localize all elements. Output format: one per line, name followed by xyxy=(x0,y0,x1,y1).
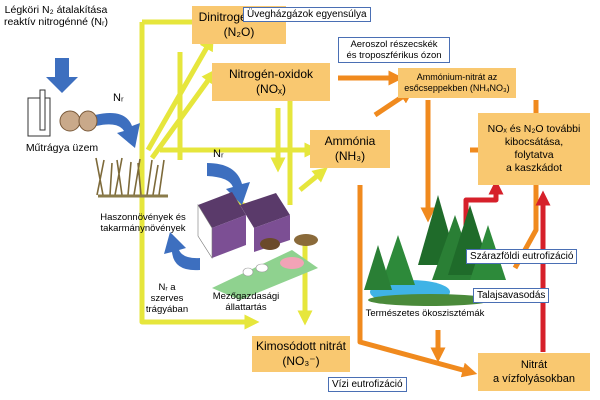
crops-label: Haszonnövények és takarmánynövények xyxy=(78,212,208,234)
aquatic-eutrophication-label: Vízi eutrofizáció xyxy=(328,377,407,392)
aerosol-line-1: Aeroszol részecskék xyxy=(350,39,438,50)
yellow-arrows xyxy=(139,14,328,330)
blue-arrow-to-farm xyxy=(207,163,250,205)
arrow-ecosystems-to-cascade xyxy=(463,179,504,230)
crops-label-line-1: Haszonnövények és xyxy=(100,212,186,223)
farming-label-line-1: Mezőgazdasági xyxy=(212,291,280,302)
aerosol-line-2: és troposzférikus ózon xyxy=(346,50,442,61)
manure-label-line-3: trágyában xyxy=(145,304,189,315)
farming-label: Mezőgazdasági állattartás xyxy=(202,291,290,313)
leached-nitrate-box: Kimosódott nitrát (NO₃⁻) xyxy=(252,336,350,372)
blue-arrow-farm-to-crops xyxy=(164,232,200,271)
blue-arrow-factory-to-crops xyxy=(95,113,140,148)
river-nitrate-line-1: Nitrát xyxy=(520,359,548,371)
nitrogen-oxides-title: Nitrogén-oxidok xyxy=(228,67,314,81)
ammonium-nitrate-line-1: Ammónium-nitrát az xyxy=(416,72,498,82)
cascade-line-1: NOₓ és N₂O további xyxy=(487,123,581,135)
intro-text: Légköri N₂ átalakítása reaktív nitrogénn… xyxy=(2,4,110,28)
blue-arrows xyxy=(46,58,250,271)
leached-nitrate-title: Kimosódott nitrát xyxy=(255,339,347,353)
farming-label-line-2: állattartás xyxy=(225,302,267,313)
crops-label-line-2: takarmánynövények xyxy=(100,223,186,234)
crops-illustration xyxy=(95,157,168,198)
ammonia-title: Ammónia xyxy=(324,134,376,148)
dinitrogen-oxide-formula: (N₂O) xyxy=(223,25,255,39)
ammonium-nitrate-box: Ammónium-nitrát az esőcseppekben (NH₄NO₃… xyxy=(398,68,516,98)
cascade-box: NOₓ és N₂O további kibocsátása, folytatv… xyxy=(478,113,590,185)
leached-nitrate-formula: (NO₃⁻) xyxy=(282,354,320,368)
manure-label: Nᵣ a szerves trágyában xyxy=(142,282,192,315)
aerosol-label: Aeroszol részecskék és troposzférikus óz… xyxy=(338,37,450,63)
ammonium-nitrate-line-2: esőcseppekben (NH₄NO₃) xyxy=(404,83,510,93)
nr-label-factory: Nᵣ xyxy=(113,92,124,104)
ecosystems-label: Természetes ökoszisztémák xyxy=(365,308,485,319)
arrow-farm-to-ammonia xyxy=(298,167,328,192)
blue-arrow-down xyxy=(46,58,78,93)
cascade-line-4: a kaszkádot xyxy=(505,162,563,174)
terrestrial-eutrophication-label: Szárazföldi eutrofizáció xyxy=(466,249,578,264)
ammonia-box: Ammónia (NH₃) xyxy=(310,130,390,168)
river-nitrate-line-2: a vízfolyásokban xyxy=(493,373,575,385)
nitrogen-oxides-box: Nitrogén-oxidok (NOₓ) xyxy=(212,63,330,101)
ammonia-formula: (NH₃) xyxy=(334,149,366,163)
greenhouse-balance-label: Üvegházgázok egyensúlya xyxy=(243,7,371,22)
nitrogen-oxides-formula: (NOₓ) xyxy=(256,82,286,96)
arrow-factory-to-nitrate xyxy=(139,22,260,330)
soil-acidification-label: Talajsavasodás xyxy=(473,288,550,303)
factory-illustration xyxy=(27,89,98,137)
cascade-line-2: kibocsátása, xyxy=(504,136,564,148)
cascade-line-3: folytatva xyxy=(514,149,554,161)
factory-label: Műtrágya üzem xyxy=(25,142,99,154)
intro-line-2: reaktív nitrogénné (Nᵣ) xyxy=(3,16,109,28)
farm-illustration xyxy=(197,192,318,300)
manure-label-line-2: szerves xyxy=(150,293,184,304)
red-arrows xyxy=(463,179,551,352)
manure-label-line-1: Nᵣ a xyxy=(158,282,176,293)
river-nitrate-box: Nitrát a vízfolyásokban xyxy=(478,353,590,391)
intro-line-1: Légköri N₂ átalakítása xyxy=(4,4,108,16)
nr-label-farm: Nᵣ xyxy=(213,148,224,160)
